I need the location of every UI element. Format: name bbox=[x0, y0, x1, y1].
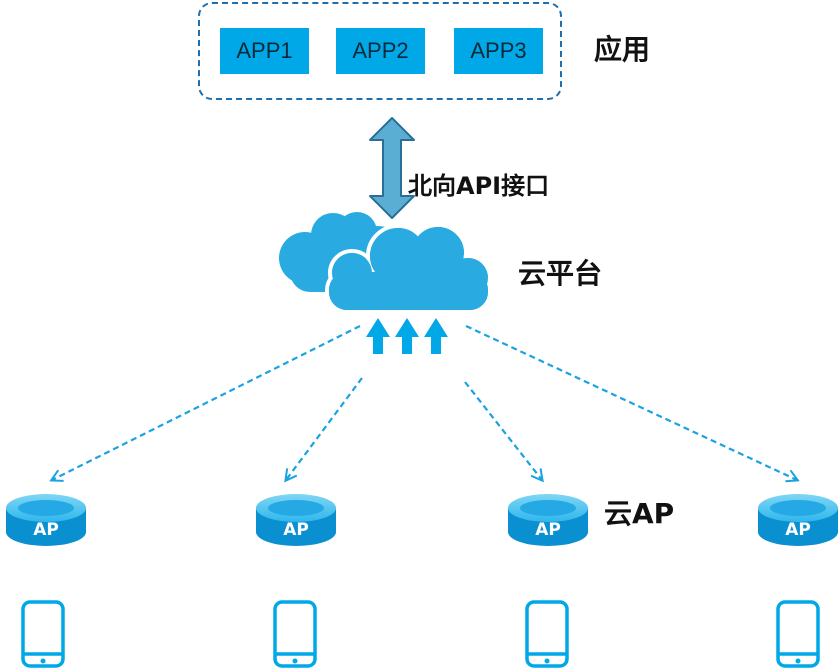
connector-line bbox=[52, 325, 361, 480]
ap-device-4: AP bbox=[758, 494, 838, 546]
smartphone-icon bbox=[776, 600, 820, 668]
connector-line bbox=[286, 377, 363, 480]
app-box-3: APP3 bbox=[454, 28, 543, 74]
ap-device-3: AP bbox=[508, 494, 588, 546]
cloud-platform-label: 云平台 bbox=[518, 257, 603, 290]
northbound-api-label: 北向API接口 bbox=[408, 172, 550, 200]
ap-badge: AP bbox=[535, 520, 561, 540]
app-box-1: APP1 bbox=[220, 28, 309, 74]
smartphone-icon bbox=[273, 600, 317, 668]
up-arrow-icon bbox=[395, 318, 419, 354]
ap-device-1: AP bbox=[6, 494, 86, 546]
application-group: APP1 APP2 APP3 bbox=[198, 2, 562, 100]
up-arrow-icon bbox=[366, 318, 390, 354]
ap-badge: AP bbox=[283, 520, 309, 540]
application-label: 应用 bbox=[594, 33, 651, 66]
ap-device-2: AP bbox=[256, 494, 336, 546]
up-arrow-icon bbox=[424, 318, 448, 354]
upload-arrows bbox=[366, 318, 448, 354]
smartphone-icon bbox=[525, 600, 569, 668]
smartphone-icon bbox=[21, 600, 65, 668]
connector-line bbox=[464, 381, 542, 480]
ap-badge: AP bbox=[33, 520, 59, 540]
cloud-ap-label: 云AP bbox=[604, 497, 675, 530]
connector-line bbox=[465, 325, 797, 480]
app-box-2: APP2 bbox=[336, 28, 425, 74]
ap-badge: AP bbox=[785, 520, 811, 540]
bidirectional-arrow-icon bbox=[369, 117, 415, 219]
cloud-icon bbox=[279, 212, 492, 314]
